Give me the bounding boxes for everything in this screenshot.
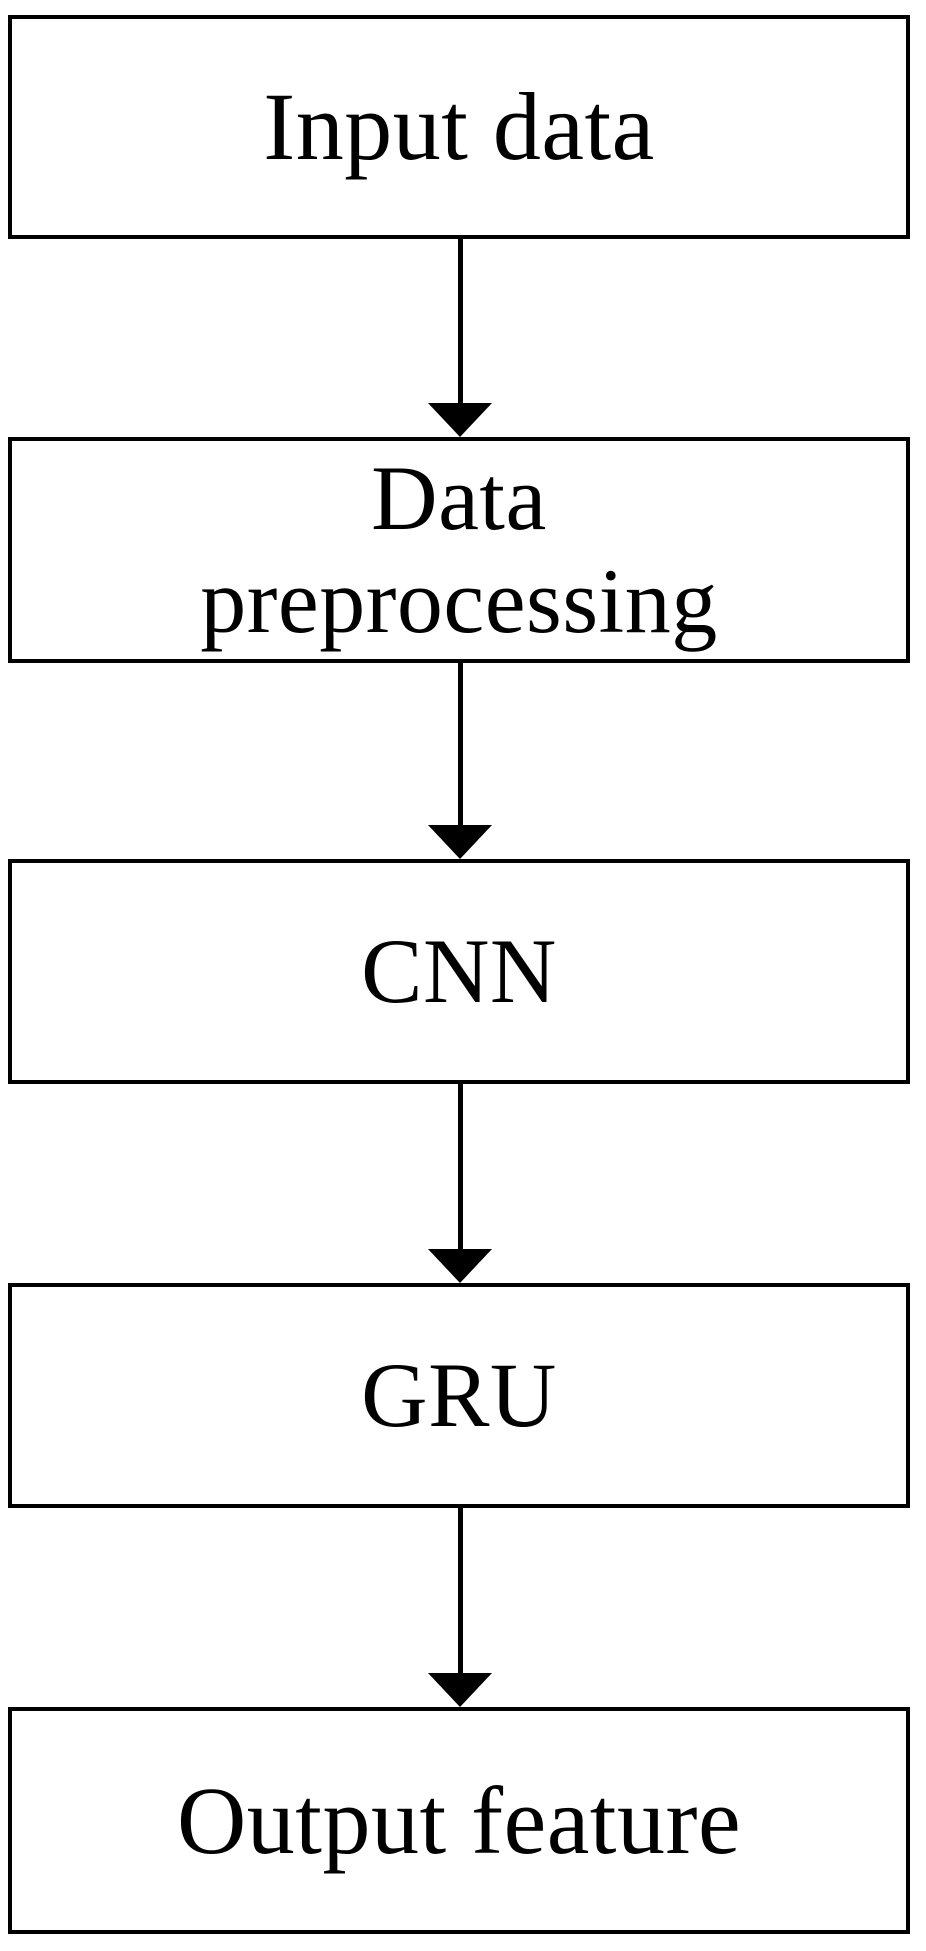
flowchart-arrow-cnn-to-gru <box>428 1084 492 1283</box>
flowchart-arrow-gru-to-output <box>428 1508 492 1707</box>
flowchart-node-output-feature[interactable]: Output feature <box>8 1707 910 1934</box>
arrow-head-down-icon <box>428 1249 492 1283</box>
flowchart-arrow-input-to-preprocessing <box>428 239 492 437</box>
arrow-head-down-icon <box>428 403 492 437</box>
flowchart-node-gru[interactable]: GRU <box>8 1283 910 1508</box>
arrow-shaft <box>458 239 463 403</box>
arrow-head-down-icon <box>428 825 492 859</box>
flowchart-node-label: CNN <box>361 919 557 1022</box>
arrow-head-down-icon <box>428 1673 492 1707</box>
flowchart-node-label: GRU <box>361 1343 557 1446</box>
arrow-shaft <box>458 663 463 825</box>
flowchart-arrow-preprocessing-to-cnn <box>428 663 492 859</box>
flowchart-node-label: Input data <box>263 73 655 181</box>
flowchart-node-data-preprocessing[interactable]: Data preprocessing <box>8 437 910 663</box>
flowchart-node-input-data[interactable]: Input data <box>8 15 910 239</box>
flowchart-node-label: Output feature <box>176 1766 742 1874</box>
flowchart-node-label: Data preprocessing <box>200 446 718 652</box>
flowchart-node-cnn[interactable]: CNN <box>8 859 910 1084</box>
arrow-shaft <box>458 1508 463 1673</box>
arrow-shaft <box>458 1084 463 1249</box>
